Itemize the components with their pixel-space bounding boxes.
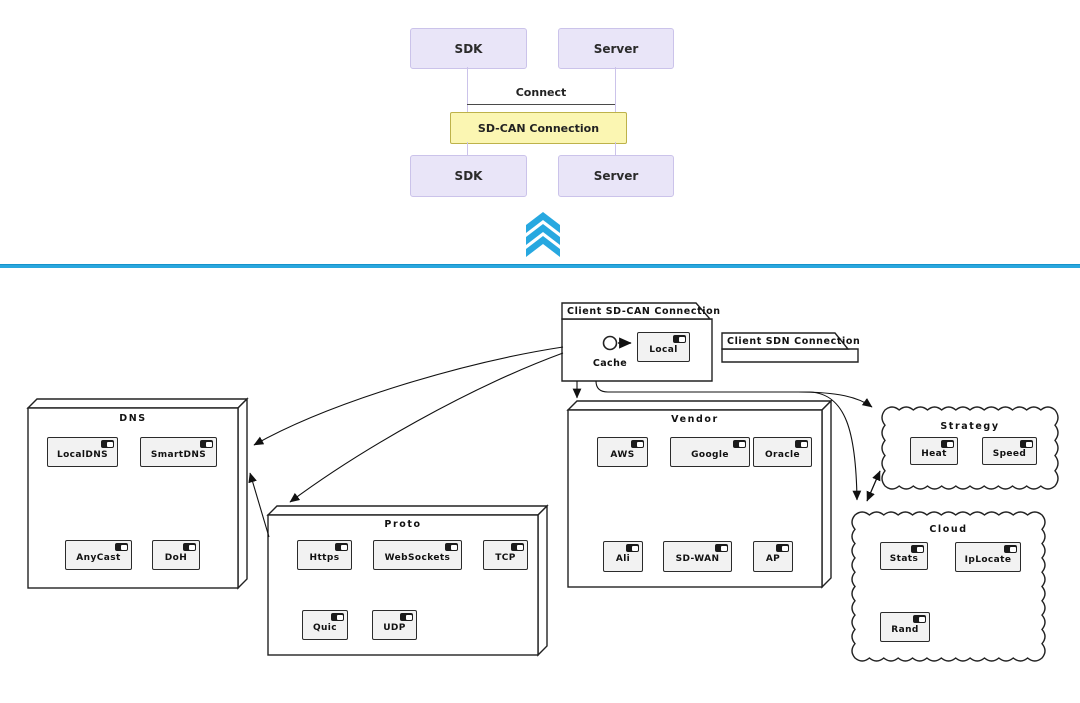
- component-anycast: AnyCast: [65, 540, 132, 570]
- component-icon: [183, 543, 196, 551]
- component-icon: [335, 543, 348, 551]
- component-localdns: LocalDNS: [47, 437, 118, 467]
- client-sdcan-package-title: Client SD-CAN Connection: [567, 306, 721, 317]
- component-udp: UDP: [372, 610, 417, 640]
- proto-node-title: Proto: [384, 519, 422, 530]
- component-label: Local: [649, 344, 678, 355]
- component-icon: [101, 440, 114, 448]
- component-tcp: TCP: [483, 540, 528, 570]
- component-speed: Speed: [982, 437, 1037, 465]
- section-divider: [0, 264, 1080, 268]
- component-doh: DoH: [152, 540, 200, 570]
- component-aws: AWS: [597, 437, 648, 467]
- client-sdn-package-title: Client SDN Connection: [727, 336, 861, 347]
- component-icon: [115, 543, 128, 551]
- component-icon: [795, 440, 808, 448]
- component-label: AWS: [610, 449, 635, 460]
- arrow-proto-to-dns: [248, 472, 270, 538]
- component-icon: [673, 335, 686, 343]
- vendor-node-title: Vendor: [671, 414, 719, 425]
- component-label: Quic: [312, 622, 338, 633]
- component-label: IpLocate: [964, 554, 1012, 565]
- component-icon: [1004, 545, 1017, 553]
- component-label: UDP: [383, 622, 406, 633]
- connector-line: [467, 142, 468, 155]
- chevron-up-icon: [526, 212, 560, 257]
- server-box-bottom: Server: [558, 155, 674, 197]
- arrow-client-to-dns: [253, 346, 564, 446]
- component-label: TCP: [495, 552, 516, 563]
- component-label: Https: [309, 552, 340, 563]
- component-icon: [1020, 440, 1033, 448]
- sdk-box-bottom: SDK: [410, 155, 527, 197]
- component-quic: Quic: [302, 610, 348, 640]
- component-label: Speed: [992, 448, 1027, 459]
- component-icon: [941, 440, 954, 448]
- component-heat: Heat: [910, 437, 958, 465]
- strategy-cloud-frame: [881, 406, 1059, 490]
- sdk-box-top: SDK: [410, 28, 527, 69]
- component-ali: Ali: [603, 541, 643, 572]
- cache-interface-circle: [602, 335, 618, 351]
- server-box-top: Server: [558, 28, 674, 69]
- connect-label: Connect: [515, 86, 567, 99]
- arrow-client-to-cloud: [700, 391, 862, 501]
- connector-line: [615, 67, 616, 112]
- component-label: AP: [765, 554, 781, 564]
- component-label: SD-WAN: [675, 554, 720, 564]
- cache-label: Cache: [592, 358, 628, 369]
- component-smartdns: SmartDNS: [140, 437, 217, 467]
- component-icon: [400, 613, 413, 621]
- sd-can-connection-box: SD-CAN Connection: [450, 112, 627, 144]
- component-icon: [911, 545, 924, 553]
- dns-node-title: DNS: [119, 413, 147, 424]
- relationship-arrows: [248, 346, 881, 538]
- component-icon: [511, 543, 524, 551]
- component-icon: [626, 544, 639, 552]
- connect-line: [467, 104, 615, 105]
- component-icon: [200, 440, 213, 448]
- component-https: Https: [297, 540, 352, 570]
- arrow-client-to-proto: [289, 352, 564, 503]
- component-icon: [715, 544, 728, 552]
- component-oracle: Oracle: [753, 437, 812, 467]
- component-label: Heat: [921, 448, 947, 459]
- component-icon: [631, 440, 644, 448]
- arrow-strategy-to-cloud: [866, 470, 881, 502]
- dns-node-frame: [26, 397, 249, 590]
- component-google: Google: [670, 437, 750, 467]
- component-icon: [331, 613, 344, 621]
- connector-line: [467, 67, 468, 112]
- strategy-cloud-title: Strategy: [940, 421, 1000, 432]
- component-label: Rand: [891, 624, 919, 635]
- component-rand: Rand: [880, 612, 930, 642]
- component-iplocate: IpLocate: [955, 542, 1021, 572]
- component-sdwan: SD-WAN: [663, 541, 732, 572]
- component-label: Ali: [615, 554, 631, 564]
- component-label: LocalDNS: [56, 449, 109, 460]
- component-icon: [913, 615, 926, 623]
- component-label: WebSockets: [384, 552, 451, 563]
- cloud-cloud-title: Cloud: [929, 524, 968, 535]
- client-sdn-package-frame: [721, 332, 859, 363]
- component-ap: AP: [753, 541, 793, 572]
- component-label: SmartDNS: [150, 449, 207, 460]
- component-websockets: WebSockets: [373, 540, 462, 570]
- component-icon: [445, 543, 458, 551]
- component-label: AnyCast: [76, 552, 121, 563]
- component-label: DoH: [164, 552, 188, 563]
- component-local: Local: [637, 332, 690, 362]
- component-label: Google: [691, 449, 729, 460]
- component-label: Stats: [889, 553, 919, 564]
- component-icon: [776, 544, 789, 552]
- connector-line: [615, 142, 616, 155]
- component-label: Oracle: [764, 449, 801, 460]
- component-stats: Stats: [880, 542, 928, 570]
- component-icon: [733, 440, 746, 448]
